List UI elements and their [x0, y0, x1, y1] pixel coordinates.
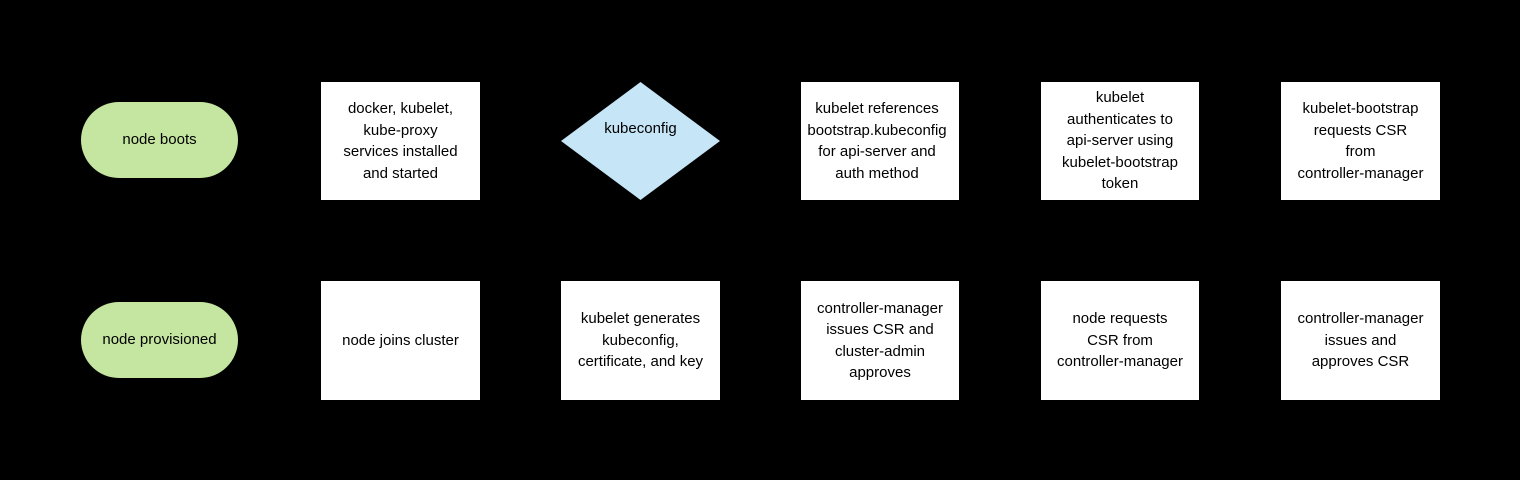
flow-node-kubelet-bootstrap-requests-csr[interactable]: kubelet-bootstrap requests CSR from cont… — [1281, 82, 1440, 200]
flow-node-label: kubelet references bootstrap.kubeconfig … — [807, 100, 947, 182]
flow-node-node-requests-csr[interactable]: node requests CSR from controller-manage… — [1041, 281, 1199, 400]
diamond-shape-icon — [561, 82, 720, 200]
flow-node-node-boots[interactable]: node boots — [81, 102, 238, 178]
flow-node-node-joins-cluster[interactable]: node joins cluster — [321, 281, 480, 400]
flow-node-label: kubelet-bootstrap requests CSR from cont… — [1297, 100, 1424, 182]
flow-node-label: docker, kubelet, kube-proxy services ins… — [343, 100, 458, 182]
flow-node-label: kubeconfig — [604, 120, 677, 138]
flow-node-label: node boots — [122, 131, 197, 149]
flow-node-node-provisioned[interactable]: node provisioned — [81, 302, 238, 378]
flow-node-label: controller-manager issues and approves C… — [1297, 310, 1424, 371]
flow-node-label: node provisioned — [102, 331, 217, 349]
flow-node-label: kubelet authenticates to api-server usin… — [1062, 89, 1178, 193]
flow-node-label: node requests CSR from controller-manage… — [1057, 310, 1183, 371]
flow-node-services-installed[interactable]: docker, kubelet, kube-proxy services ins… — [321, 82, 480, 200]
flow-node-kubeconfig[interactable]: kubeconfig — [561, 82, 720, 200]
flow-node-kubelet-references-bootstrap[interactable]: kubelet references bootstrap.kubeconfig … — [801, 82, 959, 200]
flow-node-cm-issues-approves-csr[interactable]: controller-manager issues and approves C… — [1281, 281, 1440, 400]
flow-node-kubelet-generates[interactable]: kubelet generates kubeconfig, certificat… — [561, 281, 720, 400]
flow-node-label: node joins cluster — [342, 331, 459, 349]
flow-node-kubelet-authenticates[interactable]: kubelet authenticates to api-server usin… — [1041, 82, 1199, 200]
flow-node-label: kubelet generates kubeconfig, certificat… — [577, 310, 704, 371]
flow-node-cm-issues-csr-admin-approves[interactable]: controller-manager issues CSR and cluste… — [801, 281, 959, 400]
flow-node-label: controller-manager issues CSR and cluste… — [817, 299, 943, 382]
